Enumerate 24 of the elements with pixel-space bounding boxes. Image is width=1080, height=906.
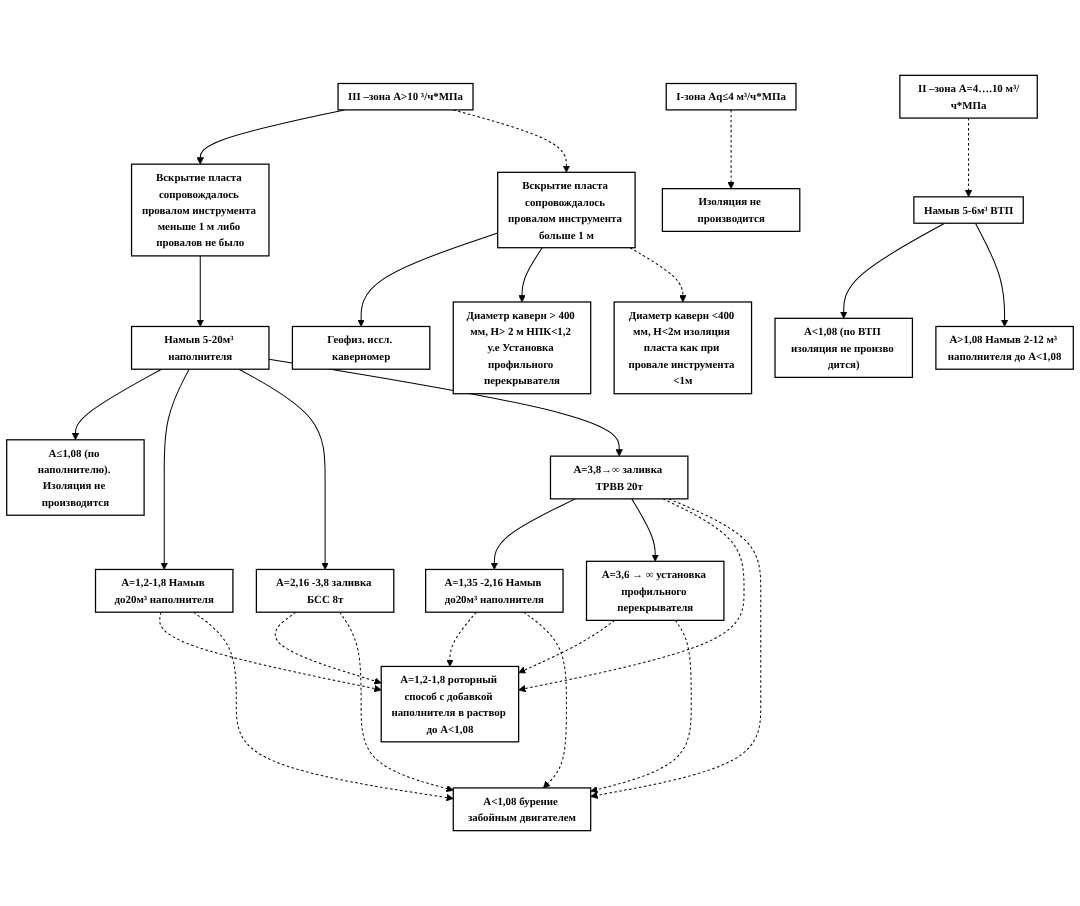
arrow bbox=[446, 611, 477, 667]
arrow bbox=[452, 109, 571, 173]
arrow bbox=[159, 611, 382, 693]
arrow bbox=[490, 498, 576, 570]
arrow bbox=[71, 368, 163, 441]
arrow bbox=[631, 498, 659, 562]
arrow bbox=[160, 368, 190, 570]
arrow bbox=[518, 247, 543, 303]
arrow bbox=[840, 222, 946, 319]
arrow bbox=[523, 611, 567, 789]
arrow bbox=[964, 117, 973, 198]
arrow bbox=[629, 247, 687, 303]
arrow bbox=[590, 498, 762, 799]
arrow bbox=[727, 109, 735, 189]
arrow bbox=[518, 498, 745, 693]
arrow bbox=[274, 611, 382, 685]
arrow bbox=[193, 611, 454, 802]
arrow bbox=[196, 255, 204, 327]
arrow bbox=[974, 222, 1009, 327]
arrow bbox=[518, 619, 616, 674]
arrow bbox=[238, 368, 329, 570]
arrow bbox=[357, 232, 499, 327]
arrow bbox=[590, 619, 692, 794]
arrow bbox=[339, 611, 454, 793]
